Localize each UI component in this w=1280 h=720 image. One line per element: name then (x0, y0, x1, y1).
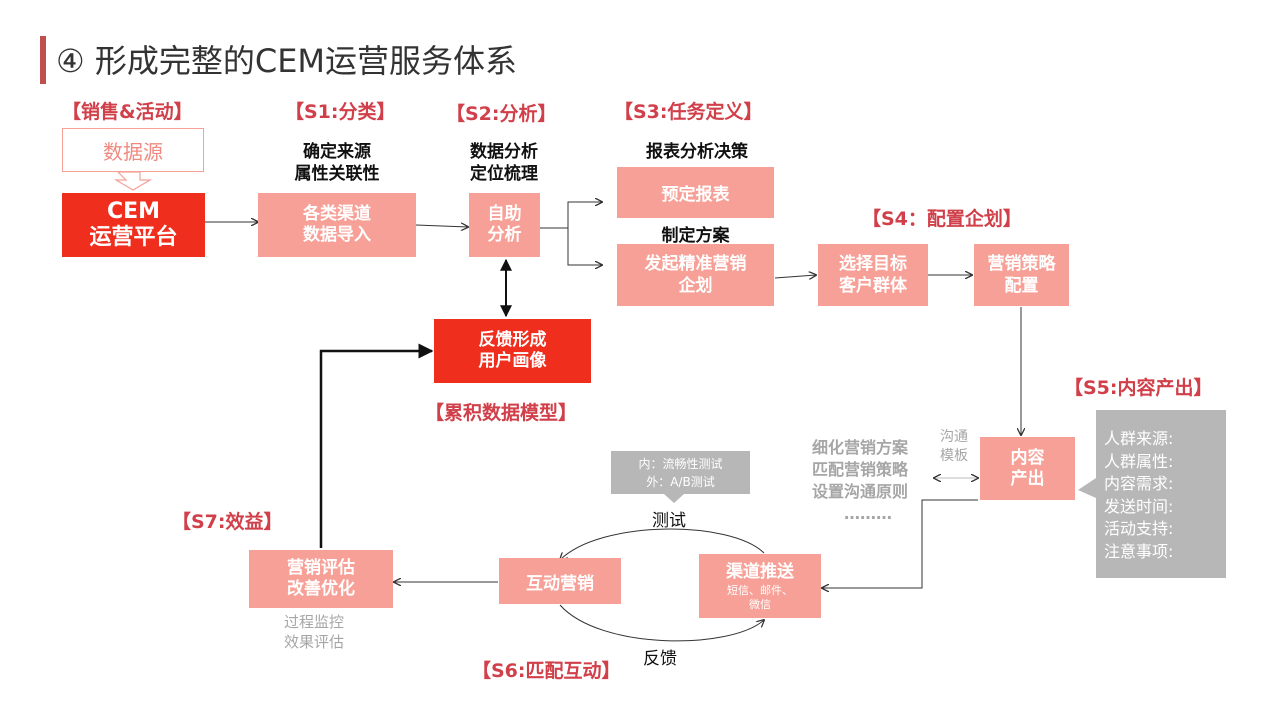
arrow-eval-feedback (319, 343, 434, 548)
target-customers-box: 选择目标 客户群体 (818, 244, 928, 306)
content-list-item: 注意事项: (1104, 541, 1174, 561)
title-accent-bar (40, 36, 46, 84)
content-list: 人群来源: 人群属性: 内容需求: 发送时间: 活动支持: 注意事项: (1104, 428, 1173, 563)
section-s5: 【S5:内容产出】 (1064, 377, 1213, 399)
arrow-to-report (567, 202, 602, 228)
s1-caption-line1: 确定来源 (303, 142, 371, 162)
evaluation-box: 营销评估 改善优化 (249, 550, 393, 608)
s1-caption-line2: 属性关联性 (294, 164, 380, 184)
feedback-line1: 反馈形成 (478, 330, 547, 350)
analysis-line1: 自助 (487, 204, 522, 224)
template-line2: 模板 (940, 448, 968, 464)
detail-line: 细化营销方案 (812, 438, 909, 457)
cem-line1: CEM (106, 199, 161, 224)
content-list-callout (1078, 410, 1226, 578)
precision-plan-box: 发起精准营销 企划 (617, 244, 774, 306)
cem-platform-box: CEM 运营平台 (62, 193, 205, 257)
eval-line1: 营销评估 (287, 558, 355, 578)
content-line1: 内容 (1010, 447, 1045, 468)
s1-caption: 确定来源 属性关联性 (258, 141, 416, 185)
test-bubble-line1: 内：流畅性测试 (638, 456, 723, 471)
strategy-line2: 配置 (1004, 276, 1039, 296)
push-title: 渠道推送 (726, 561, 794, 582)
test-bubble-line2: 外：A/B测试 (646, 474, 715, 489)
datasource-box: 数据源 (62, 128, 204, 172)
push-sub-line2: 微信 (749, 597, 771, 611)
import-line2: 数据导入 (303, 225, 371, 245)
section-s6: 【S6:匹配互动】 (472, 660, 621, 682)
self-analysis-box: 自助 分析 (469, 193, 540, 257)
datasource-arrow (113, 171, 153, 191)
channel-import-box: 各类渠道 数据导入 (258, 193, 416, 257)
plan-line2: 企划 (678, 276, 713, 296)
s2-caption: 数据分析 定位梳理 (452, 141, 556, 185)
monitor-caption: 过程监控 效果评估 (284, 612, 344, 652)
monitor-line2: 效果评估 (284, 633, 345, 651)
detail-ellipsis: ……… (844, 504, 892, 523)
test-label: 测试 (652, 511, 686, 531)
content-output-box: 内容 产出 (980, 437, 1075, 500)
arrow-import-analysis (415, 225, 468, 227)
section-s3: 【S3:任务定义】 (614, 101, 763, 123)
content-list-item: 活动支持: (1104, 519, 1174, 538)
detail-line: 设置沟通原则 (812, 482, 909, 501)
s3-plan-caption: 制定方案 (661, 226, 730, 246)
section-s1: 【S1:分类】 (285, 101, 396, 123)
report-box: 预定报表 (617, 167, 774, 218)
eval-line2: 改善优化 (287, 579, 355, 599)
content-list-item: 发送时间: (1104, 496, 1174, 516)
template-line1: 沟通 (940, 429, 968, 445)
section-s7: 【S7:效益】 (172, 511, 283, 533)
content-list-item: 人群来源: (1104, 429, 1174, 448)
channel-push-box: 渠道推送 短信、邮件、 微信 (699, 554, 821, 618)
target-line2: 客户群体 (839, 276, 907, 296)
section-s4: 【S4：配置企划】 (862, 208, 1022, 230)
section-sales-activity: 【销售&活动】 (62, 101, 193, 123)
content-line2: 产出 (1010, 468, 1045, 489)
monitor-line1: 过程监控 (284, 613, 345, 631)
content-list-item: 人群属性: (1104, 451, 1174, 471)
page-title: ④ 形成完整的CEM运营服务体系 (56, 42, 518, 80)
feedback-label: 反馈 (643, 649, 677, 669)
section-s2: 【S2:分析】 (446, 103, 557, 125)
section-data-model: 【累积数据模型】 (425, 402, 578, 424)
s3-report-caption: 报表分析决策 (646, 142, 748, 162)
arc-test (560, 528, 765, 560)
arrow-to-plan (567, 228, 602, 265)
content-list-item: 内容需求: (1104, 474, 1174, 493)
detail-steps: 细化营销方案 匹配营销策略 设置沟通原则 ……… (812, 437, 932, 525)
arrow-content-push (822, 499, 978, 588)
plan-line1: 发起精准营销 (644, 254, 747, 274)
interactive-marketing-box: 互动营销 (499, 558, 621, 604)
s2-caption-line2: 定位梳理 (470, 164, 538, 184)
target-line1: 选择目标 (839, 254, 907, 274)
analysis-line2: 分析 (487, 225, 522, 245)
strategy-config-box: 营销策略 配置 (974, 244, 1069, 306)
arrow-plan-target (774, 275, 816, 278)
strategy-line1: 营销策略 (987, 254, 1056, 274)
s2-caption-line1: 数据分析 (470, 142, 538, 162)
arc-feedback (559, 604, 764, 642)
test-bubble-pointer (664, 494, 684, 503)
cem-line2: 运营平台 (89, 225, 178, 250)
import-line1: 各类渠道 (303, 204, 371, 224)
push-sub-line1: 短信、邮件、 (727, 583, 793, 597)
detail-line: 匹配营销策略 (812, 460, 909, 479)
template-label: 沟通 模板 (940, 428, 968, 466)
feedback-profile-box: 反馈形成 用户画像 (434, 319, 591, 383)
feedback-line2: 用户画像 (478, 351, 547, 371)
test-bubble: 内：流畅性测试 外：A/B测试 (611, 451, 750, 494)
